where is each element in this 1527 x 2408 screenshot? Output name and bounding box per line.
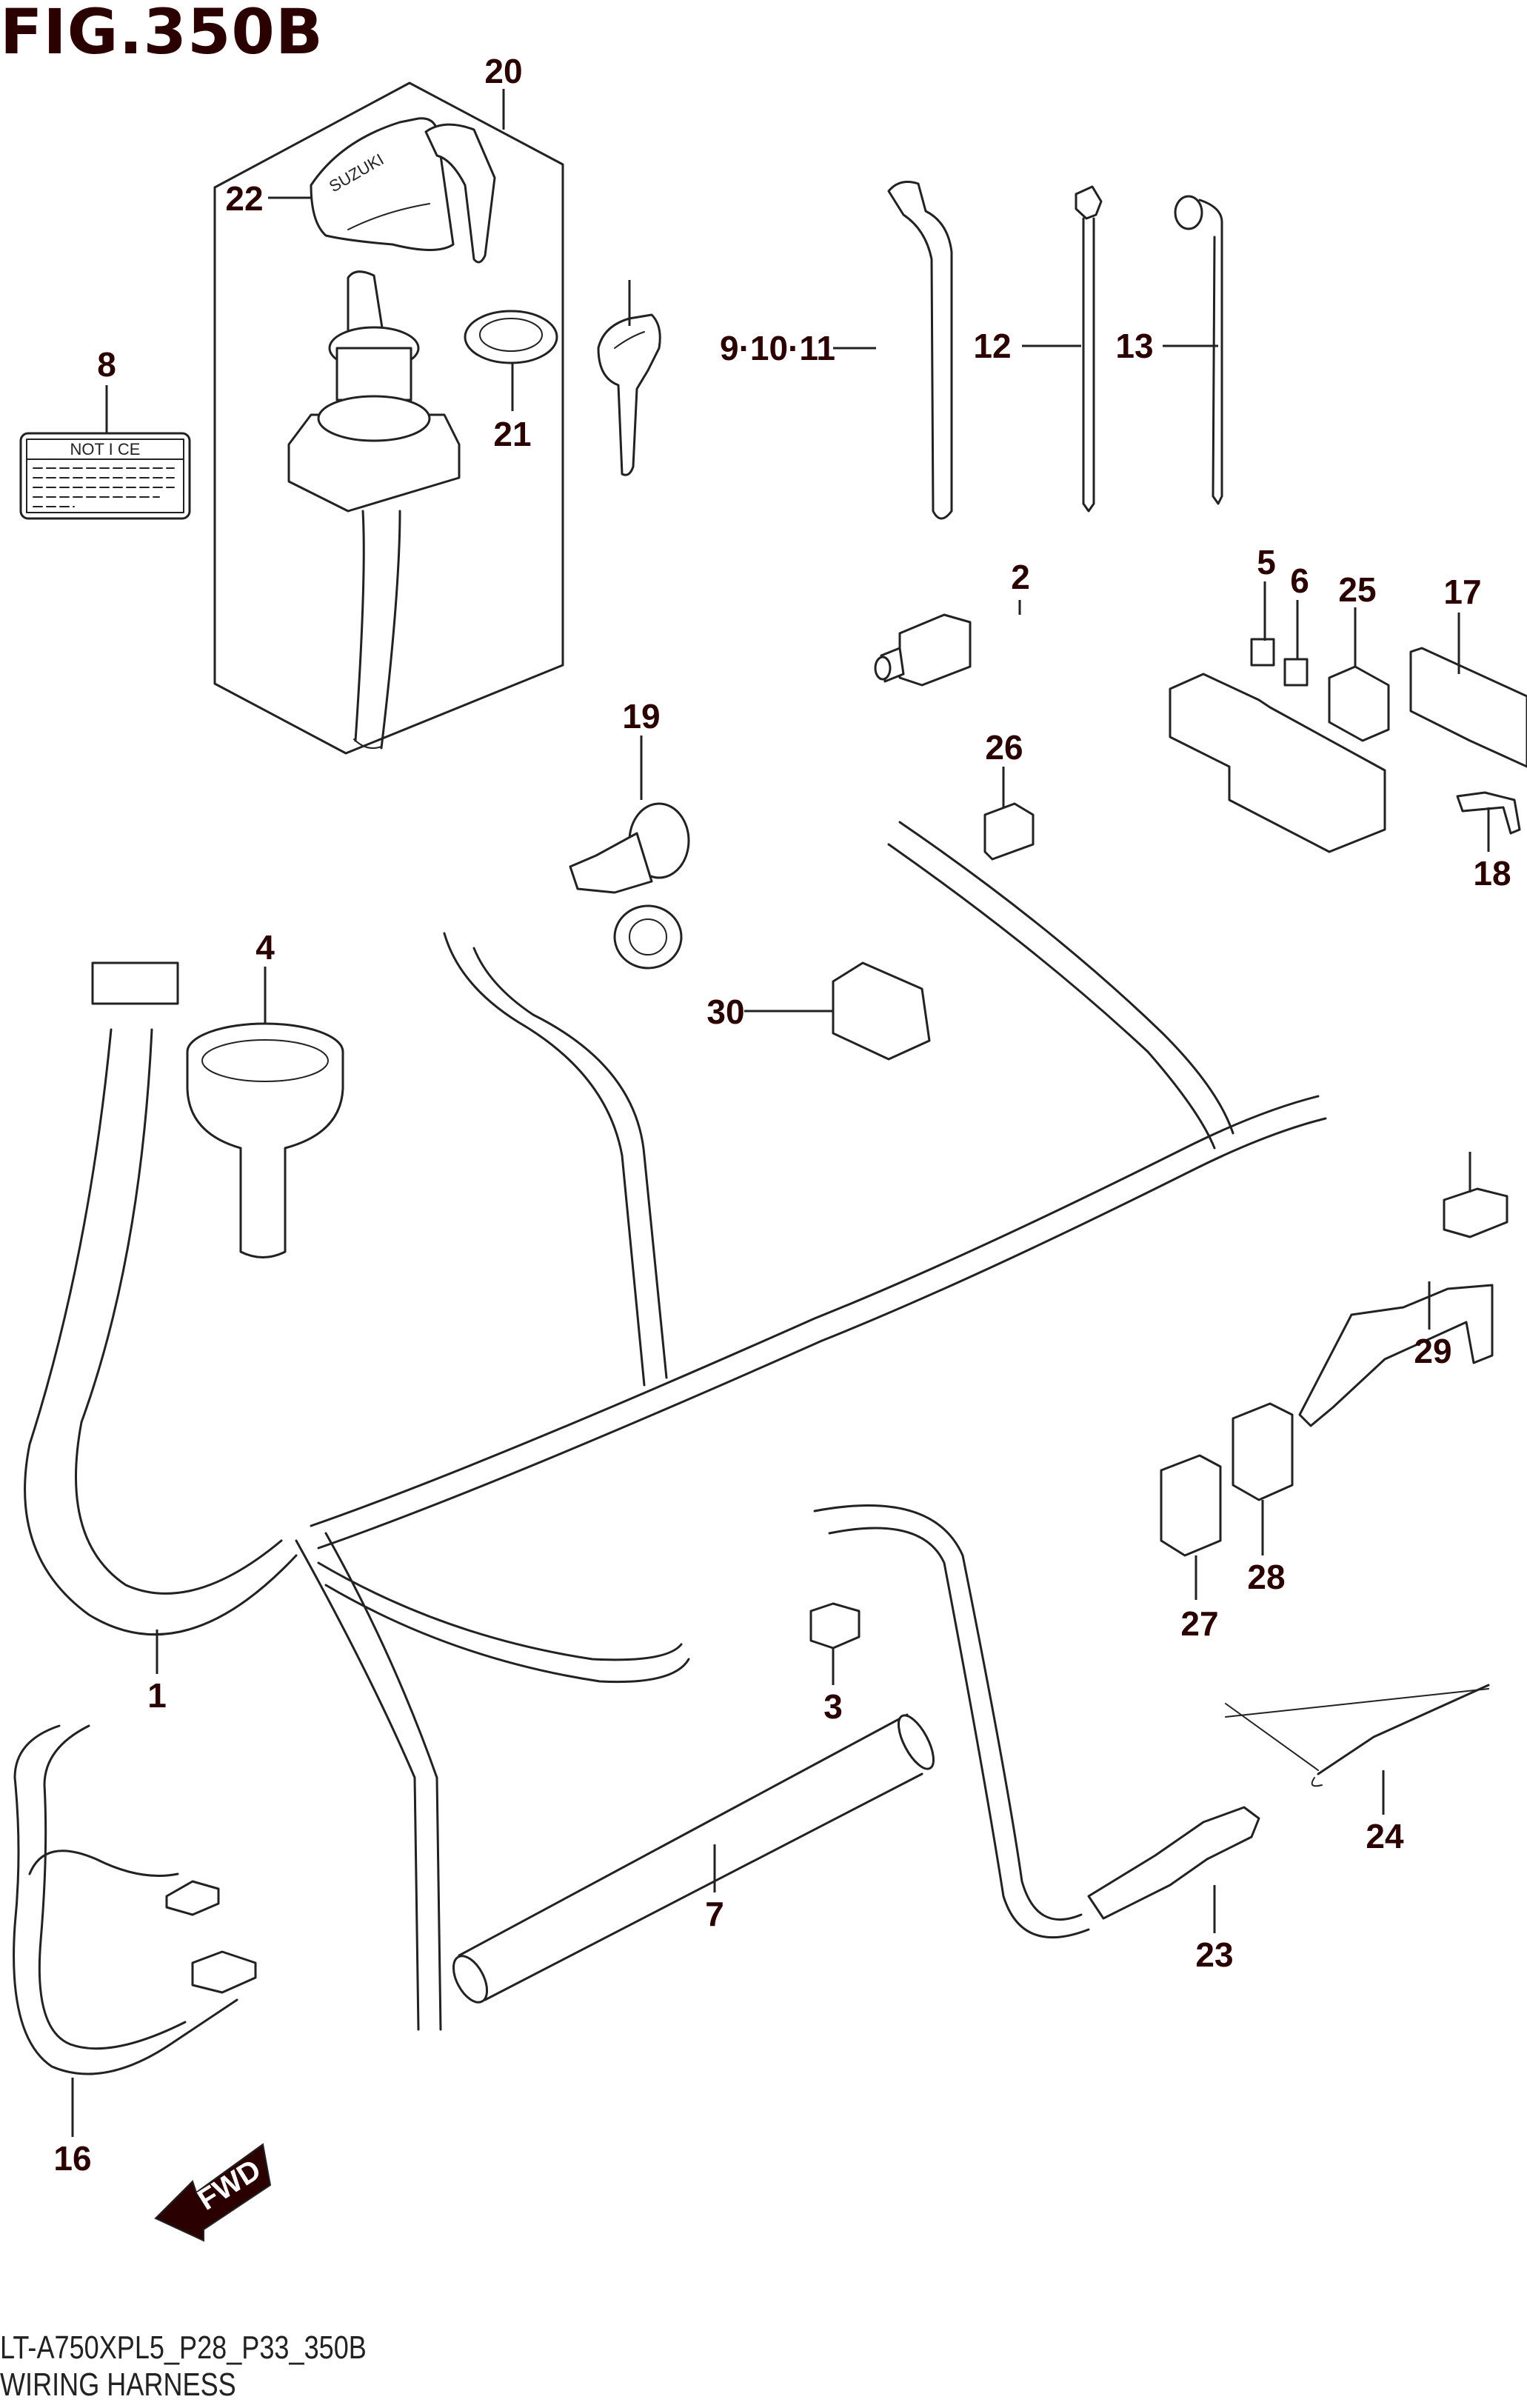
power-socket-part xyxy=(569,802,690,970)
callout-1: 1 xyxy=(147,1676,167,1715)
main-harness-lines xyxy=(24,821,1327,2031)
small-cap-part xyxy=(809,1602,861,1650)
spare-key-part xyxy=(597,313,661,476)
callout-26: 28 xyxy=(1247,1558,1285,1596)
boot-cap-part xyxy=(874,613,972,687)
notice-label-part: NOT I CE xyxy=(19,432,191,520)
callout-2: 2 xyxy=(1011,558,1030,596)
figure-code: LT-A750XPL5_P28_P33_350B xyxy=(0,2329,367,2366)
callout-12: 12 xyxy=(973,327,1011,365)
figure-title: FIG.350B xyxy=(0,0,324,68)
callout-23: 25 xyxy=(1338,570,1376,609)
callout-7: 7 xyxy=(705,1895,724,1933)
cable-ties xyxy=(887,181,1223,520)
connector-24-part xyxy=(983,802,1035,861)
lock-nut-part xyxy=(464,310,558,364)
callout-8: 8 xyxy=(97,345,116,384)
corrugated-tube-part xyxy=(452,1713,935,2004)
relay-unit-part xyxy=(832,961,931,1061)
ignition-switch-body xyxy=(287,270,461,750)
connector-29-part xyxy=(1443,1187,1508,1238)
callout-13: 13 xyxy=(1115,327,1153,365)
grommet-part xyxy=(186,1022,344,1258)
oxygen-sensor-and-spring xyxy=(1087,1684,1490,1920)
callout-22: 24 xyxy=(1366,1817,1404,1855)
notice-heading: NOT I CE xyxy=(70,440,141,458)
callout-20: 22 xyxy=(225,179,263,218)
sub-harness-lines xyxy=(13,1724,257,2075)
figure-name: WIRING HARNESS xyxy=(0,2367,236,2403)
callout-4: 4 xyxy=(255,928,275,967)
callout-18: 20 xyxy=(484,52,522,90)
callout-3: 3 xyxy=(823,1687,843,1726)
callout-6: 6 xyxy=(1290,561,1309,600)
ignition-switch-assembly: SUZUKI xyxy=(213,81,564,755)
callout-9-10-11: 9·10·11 xyxy=(720,329,835,367)
callout-17: 19 xyxy=(622,697,660,736)
callouts: 20 22 21 8 9·10·11 12 13 2 5 6 25 xyxy=(53,52,1511,2178)
callout-27: 29 xyxy=(1414,1332,1451,1370)
key-fob-part: SUZUKI xyxy=(310,117,496,264)
callout-25: 27 xyxy=(1180,1604,1218,1643)
callout-16: 18 xyxy=(1473,854,1511,893)
callout-15: 17 xyxy=(1443,573,1481,611)
callout-21: 23 xyxy=(1195,1935,1233,1974)
callout-19: 21 xyxy=(493,415,531,453)
fwd-arrow: FWD xyxy=(154,2143,272,2242)
fuse-box-assembly xyxy=(1169,638,1527,853)
callout-24: 26 xyxy=(985,728,1023,767)
callout-14: 16 xyxy=(53,2139,91,2178)
relay-covers xyxy=(1160,1284,1494,1557)
callout-28: 30 xyxy=(706,993,744,1031)
callout-5: 5 xyxy=(1257,543,1276,581)
